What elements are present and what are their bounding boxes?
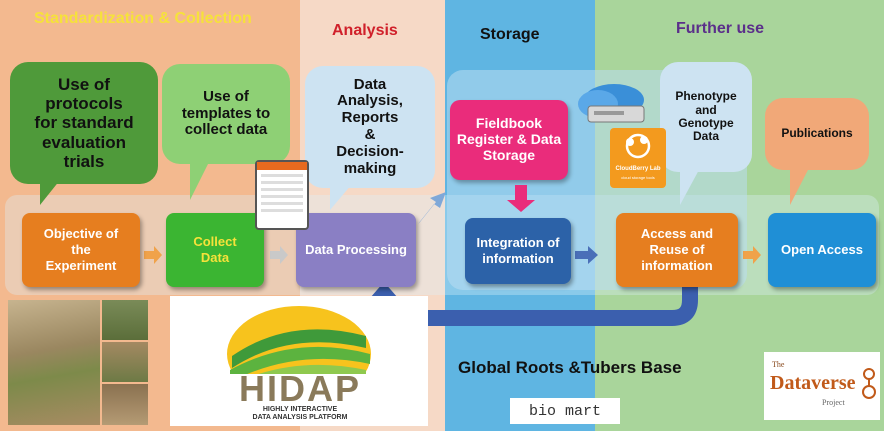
box-open-access: Open Access — [768, 213, 876, 287]
hidap-stripe-2 — [230, 346, 370, 374]
hidap-stripe-1 — [232, 329, 366, 368]
hidap-name: HIDAP — [238, 368, 361, 409]
tablet-bar — [257, 162, 307, 170]
dataverse-name: Dataverse — [770, 372, 856, 394]
cloudberry-name: CloudBerry Lab — [615, 166, 661, 172]
field-photo-main — [8, 300, 100, 425]
cloudberry-sub: cloud storage tools — [621, 175, 655, 180]
hidap-emblem — [227, 306, 371, 374]
header-further-use: Further use — [676, 20, 765, 37]
bubble-templates: Use of templates to collect data — [162, 64, 290, 164]
biomart-logo: bio mart — [510, 398, 620, 424]
dataverse-icon — [862, 368, 876, 399]
biomart-text: bio mart — [528, 402, 601, 420]
cloudberry-logo: CloudBerry Lab cloud storage tools — [610, 128, 666, 188]
hidap-tagline: HIGHLY INTERACTIVE DATA ANALYSIS PLATFOR… — [252, 406, 348, 421]
field-photo-1 — [102, 300, 148, 340]
bubble-phenotype: Phenotype and Genotype Data — [660, 62, 752, 172]
cloud-server-icon — [568, 76, 652, 130]
dataverse-project: Project — [822, 398, 845, 407]
header-storage: Storage — [480, 26, 540, 43]
box-processing: Data Processing — [296, 213, 416, 287]
header-analysis: Analysis — [332, 22, 398, 39]
box-integration: Integration of information — [465, 218, 571, 284]
global-base-label: Global Roots &Tubers Base — [458, 358, 682, 377]
bubble-publications: Publications — [765, 98, 869, 170]
hidap-stripe-3 — [242, 364, 366, 374]
cloudberry-icon — [625, 133, 651, 159]
bubble-analysis: Data Analysis, Reports & Decision- makin… — [305, 66, 435, 188]
box-objective: Objective of the Experiment — [22, 213, 140, 287]
field-photo-3 — [102, 384, 148, 425]
field-photo-2 — [102, 342, 148, 382]
cloud-icon — [578, 84, 645, 123]
tablet-lines — [261, 174, 303, 214]
bubble-protocols: Use of protocols for standard evaluation… — [10, 62, 158, 184]
box-access: Access and Reuse of information — [616, 213, 738, 287]
hidap-logo: HIDAP HIGHLY INTERACTIVE DATA ANALYSIS P… — [170, 296, 428, 426]
dataverse-the: The — [772, 360, 785, 369]
header-standardization: Standardization & Collection — [34, 10, 252, 27]
dataverse-logo: The Dataverse Project — [764, 352, 880, 420]
tablet-screenshot — [255, 160, 309, 230]
box-collect: Collect Data — [166, 213, 264, 287]
bubble-fieldbook: Fieldbook Register & Data Storage — [450, 100, 568, 180]
